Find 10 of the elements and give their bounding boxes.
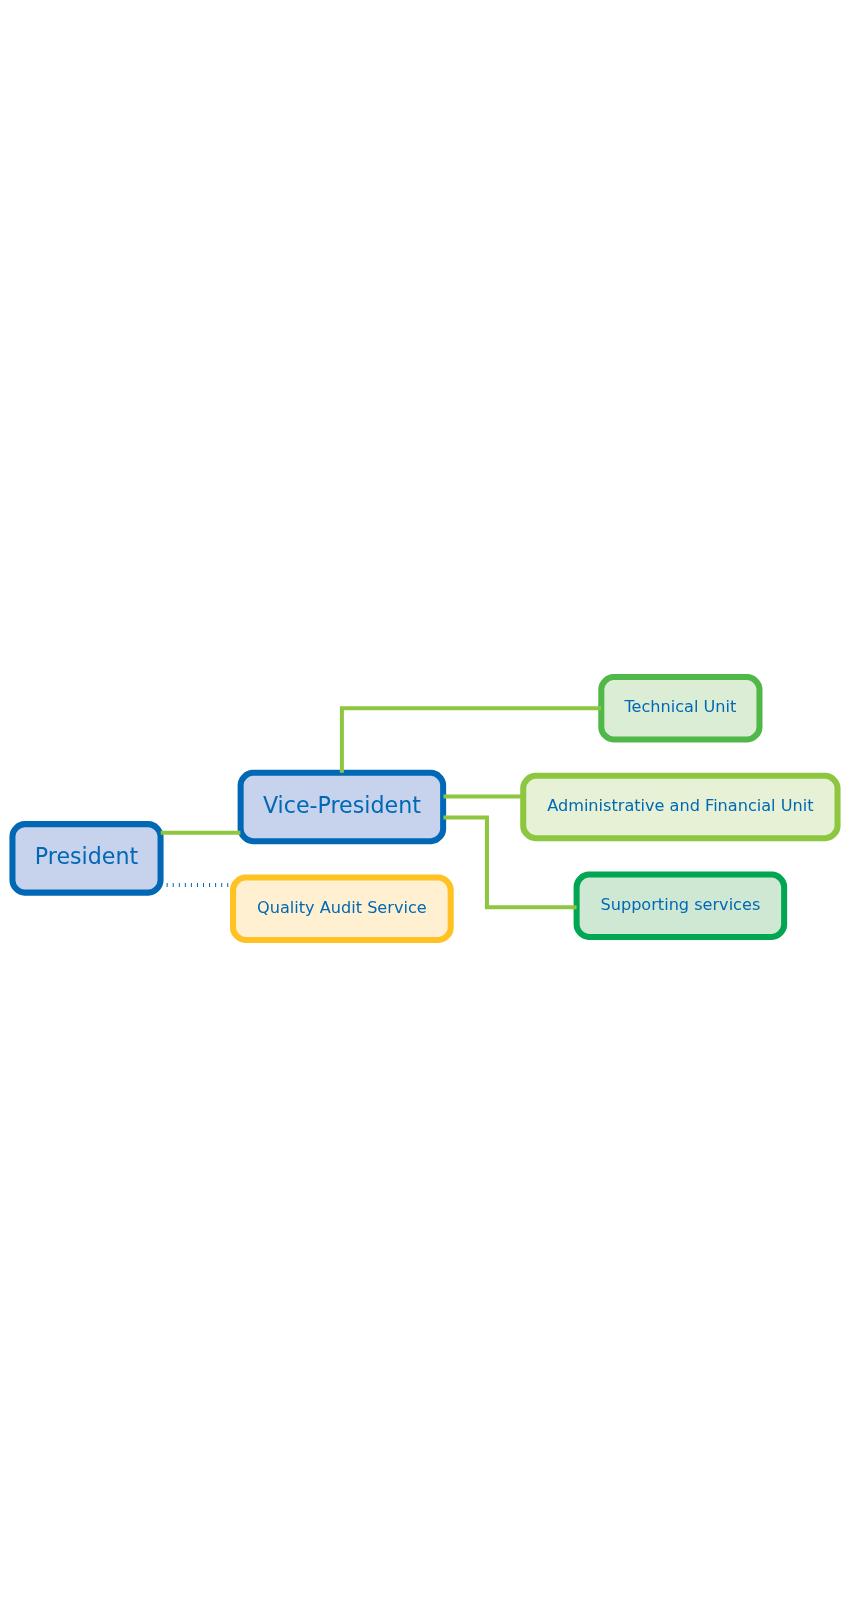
connector [339,706,601,773]
node-box: Technical Unit [598,674,763,743]
node-box: Administrative and Financial Unit [520,772,841,842]
node-box: Vice-President [237,769,447,845]
node-box: President [9,821,164,896]
node-box: Supporting services [573,871,788,940]
connector [160,830,241,835]
node-box: Quality Audit Service [230,874,454,943]
connector [443,794,524,799]
connector [443,815,577,910]
